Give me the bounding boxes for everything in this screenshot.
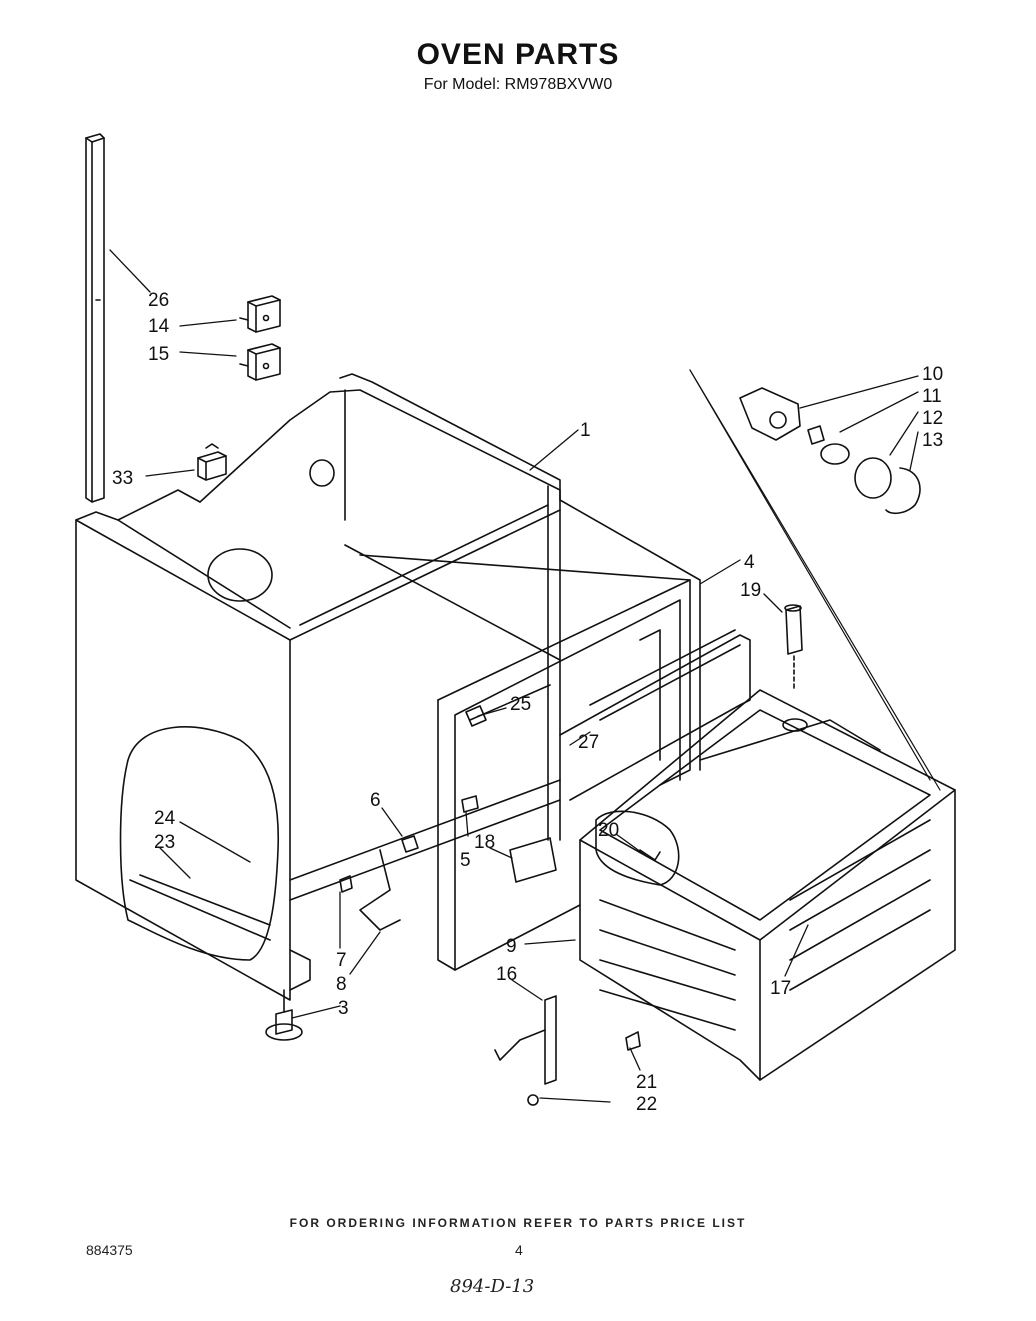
callout-20: 20	[598, 820, 619, 841]
callout-11: 11	[922, 386, 942, 407]
callout-25: 25	[510, 694, 531, 715]
callout-12: 12	[922, 408, 943, 429]
callout-21: 21	[636, 1072, 657, 1093]
part-10-13-light-assembly	[739, 387, 921, 515]
callout-33: 33	[112, 468, 133, 489]
callout-24: 24	[154, 808, 176, 829]
handwritten-note: 894-D-13	[450, 1276, 535, 1297]
part-9-oven-liner	[579, 689, 956, 1081]
callout-1: 1	[580, 420, 591, 441]
part-16-21-22-bracket	[494, 995, 641, 1106]
page-number: 4	[515, 1242, 523, 1258]
page-title: OVEN PARTS	[416, 38, 620, 71]
part-14-block	[239, 295, 281, 333]
callout-10: 10	[922, 364, 943, 385]
callout-8: 8	[336, 974, 347, 995]
callout-13: 13	[922, 430, 943, 451]
small-parts	[339, 705, 557, 931]
part-33-switch	[197, 443, 227, 481]
callout-27: 27	[578, 732, 599, 753]
callout-4: 4	[744, 552, 755, 573]
callout-23: 23	[154, 832, 175, 853]
model-subtitle: For Model: RM978BXVW0	[423, 76, 613, 93]
leader-lines	[109, 249, 919, 1103]
callout-26: 26	[148, 290, 169, 311]
callout-3: 3	[338, 998, 349, 1019]
callout-9: 9	[506, 936, 517, 957]
part-19-tube	[784, 604, 803, 691]
part-1-oven-body	[75, 373, 701, 1001]
callout-14: 14	[148, 316, 170, 337]
callout-5: 5	[460, 850, 471, 871]
part-4-front-frame	[437, 579, 691, 971]
document-number: 884375	[86, 1242, 133, 1258]
part-26-vertical-trim	[85, 133, 105, 503]
callout-19: 19	[740, 580, 761, 601]
ordering-note: FOR ORDERING INFORMATION REFER TO PARTS …	[289, 1216, 747, 1230]
callout-7: 7	[336, 950, 347, 971]
callout-labels: 26 14 15 33 1 10 11 12 13 4 19 25 27 6 2…	[112, 290, 943, 1115]
part-15-block	[239, 343, 281, 381]
callout-15: 15	[148, 344, 169, 365]
part-3-leg	[265, 989, 303, 1041]
callout-22: 22	[636, 1094, 657, 1115]
part-27-rack-guide	[559, 629, 751, 801]
callout-18: 18	[474, 832, 495, 853]
callout-17: 17	[770, 978, 791, 999]
callout-16: 16	[496, 964, 517, 985]
callout-6: 6	[370, 790, 381, 811]
